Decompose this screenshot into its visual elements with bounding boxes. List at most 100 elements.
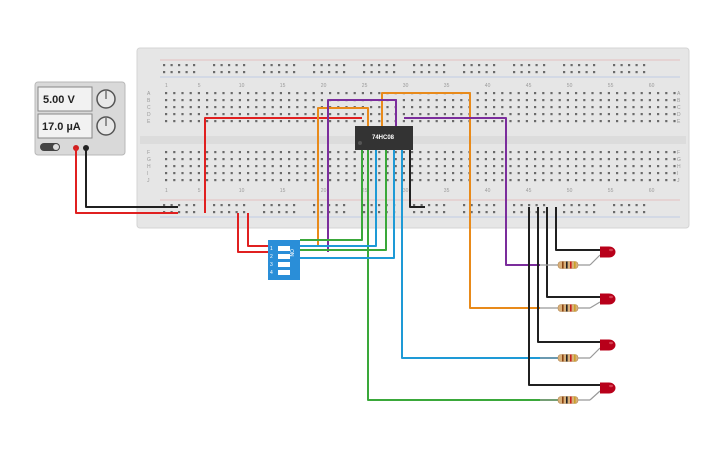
rail-hole[interactable] (213, 64, 216, 67)
breadboard-hole[interactable] (378, 172, 381, 175)
breadboard-hole[interactable] (304, 120, 307, 123)
breadboard-hole[interactable] (640, 113, 643, 116)
breadboard-hole[interactable] (476, 120, 479, 123)
breadboard-hole[interactable] (312, 158, 315, 161)
rail-hole[interactable] (343, 204, 346, 207)
rail-hole[interactable] (563, 64, 566, 67)
breadboard-hole[interactable] (181, 158, 184, 161)
rail-hole[interactable] (213, 71, 216, 74)
breadboard-hole[interactable] (329, 120, 332, 123)
breadboard-hole[interactable] (181, 179, 184, 182)
breadboard-hole[interactable] (370, 92, 373, 95)
breadboard-hole[interactable] (370, 158, 373, 161)
breadboard-hole[interactable] (312, 172, 315, 175)
rail-hole[interactable] (470, 64, 473, 67)
breadboard-hole[interactable] (632, 172, 635, 175)
rail-hole[interactable] (228, 204, 231, 207)
breadboard-hole[interactable] (189, 172, 192, 175)
rail-hole[interactable] (393, 71, 396, 74)
breadboard-hole[interactable] (247, 99, 250, 102)
breadboard-hole[interactable] (624, 158, 627, 161)
breadboard-hole[interactable] (206, 120, 209, 123)
breadboard-hole[interactable] (394, 179, 397, 182)
breadboard-hole[interactable] (550, 113, 553, 116)
breadboard-hole[interactable] (279, 158, 282, 161)
rail-hole[interactable] (493, 64, 496, 67)
rail-hole[interactable] (528, 204, 531, 207)
breadboard-hole[interactable] (238, 120, 241, 123)
breadboard-hole[interactable] (279, 99, 282, 102)
breadboard-hole[interactable] (632, 151, 635, 154)
rail-hole[interactable] (635, 64, 638, 67)
breadboard-hole[interactable] (583, 120, 586, 123)
breadboard-hole[interactable] (206, 92, 209, 95)
breadboard-hole[interactable] (443, 106, 446, 109)
breadboard-hole[interactable] (501, 92, 504, 95)
power-supply[interactable]: 5.00 V 17.0 µA (34, 81, 126, 156)
rail-hole[interactable] (428, 71, 431, 74)
rail-hole[interactable] (493, 204, 496, 207)
breadboard-hole[interactable] (173, 99, 176, 102)
breadboard-hole[interactable] (501, 158, 504, 161)
breadboard-hole[interactable] (599, 92, 602, 95)
breadboard-hole[interactable] (222, 172, 225, 175)
breadboard-hole[interactable] (411, 106, 414, 109)
rail-hole[interactable] (413, 64, 416, 67)
breadboard-hole[interactable] (673, 92, 676, 95)
breadboard-hole[interactable] (525, 179, 528, 182)
breadboard-hole[interactable] (476, 151, 479, 154)
breadboard-hole[interactable] (378, 113, 381, 116)
breadboard-hole[interactable] (402, 106, 405, 109)
breadboard-hole[interactable] (624, 120, 627, 123)
rail-hole[interactable] (213, 211, 216, 214)
breadboard-hole[interactable] (255, 165, 258, 168)
breadboard-hole[interactable] (181, 165, 184, 168)
rail-hole[interactable] (493, 211, 496, 214)
rail-hole[interactable] (228, 211, 231, 214)
rail-hole[interactable] (585, 71, 588, 74)
breadboard-hole[interactable] (534, 158, 537, 161)
breadboard-hole[interactable] (657, 113, 660, 116)
breadboard-hole[interactable] (435, 165, 438, 168)
breadboard-hole[interactable] (214, 158, 217, 161)
breadboard-hole[interactable] (599, 106, 602, 109)
breadboard-hole[interactable] (165, 165, 168, 168)
breadboard-hole[interactable] (402, 151, 405, 154)
breadboard-hole[interactable] (337, 120, 340, 123)
breadboard-hole[interactable] (255, 106, 258, 109)
rail-hole[interactable] (485, 204, 488, 207)
breadboard-hole[interactable] (648, 120, 651, 123)
breadboard-hole[interactable] (550, 92, 553, 95)
breadboard-hole[interactable] (657, 172, 660, 175)
breadboard-hole[interactable] (575, 158, 578, 161)
breadboard-hole[interactable] (542, 99, 545, 102)
breadboard-hole[interactable] (542, 151, 545, 154)
breadboard-hole[interactable] (534, 179, 537, 182)
breadboard-hole[interactable] (616, 158, 619, 161)
breadboard-hole[interactable] (673, 99, 676, 102)
rail-hole[interactable] (485, 211, 488, 214)
breadboard-hole[interactable] (599, 99, 602, 102)
rail-hole[interactable] (570, 64, 573, 67)
breadboard-hole[interactable] (665, 179, 668, 182)
breadboard-hole[interactable] (673, 172, 676, 175)
rail-hole[interactable] (228, 64, 231, 67)
breadboard-hole[interactable] (657, 179, 660, 182)
wire-purple-top[interactable] (327, 99, 397, 252)
breadboard-hole[interactable] (238, 158, 241, 161)
breadboard-hole[interactable] (214, 172, 217, 175)
rail-hole[interactable] (443, 211, 446, 214)
rail-hole[interactable] (543, 71, 546, 74)
breadboard-hole[interactable] (665, 99, 668, 102)
breadboard-hole[interactable] (222, 151, 225, 154)
breadboard-hole[interactable] (312, 179, 315, 182)
breadboard-hole[interactable] (607, 92, 610, 95)
breadboard-hole[interactable] (501, 120, 504, 123)
rail-hole[interactable] (343, 71, 346, 74)
breadboard-hole[interactable] (230, 120, 233, 123)
breadboard-hole[interactable] (484, 179, 487, 182)
breadboard-hole[interactable] (616, 151, 619, 154)
rail-hole[interactable] (335, 64, 338, 67)
breadboard-hole[interactable] (337, 179, 340, 182)
rail-hole[interactable] (378, 64, 381, 67)
